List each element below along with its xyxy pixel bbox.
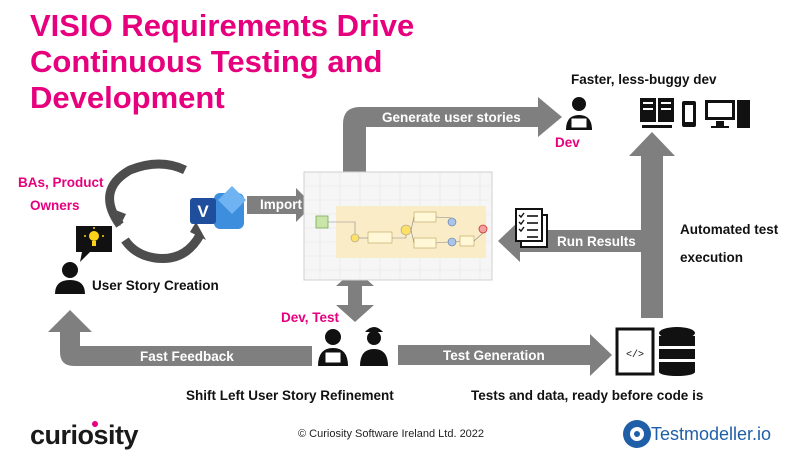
person-icon bbox=[55, 262, 85, 294]
generate-user-stories-arrow bbox=[343, 97, 562, 172]
test-generation-label: Test Generation bbox=[443, 348, 545, 363]
copyright-text: © Curiosity Software Ireland Ltd. 2022 bbox=[298, 428, 485, 440]
owners-label: Owners bbox=[30, 198, 80, 213]
faster-dev-label: Faster, less-buggy dev bbox=[571, 72, 717, 87]
generate-user-stories-label: Generate user stories bbox=[382, 110, 521, 125]
developer-icon bbox=[566, 97, 592, 130]
user-story-creation-label: User Story Creation bbox=[92, 278, 219, 293]
fast-feedback-label: Fast Feedback bbox=[140, 349, 234, 364]
developer-tester-icon bbox=[318, 327, 388, 366]
visio-logo-icon: V bbox=[190, 186, 246, 229]
fast-feedback-arrow bbox=[48, 310, 312, 366]
automated-test-label: Automated test bbox=[680, 222, 779, 237]
dev-label: Dev bbox=[555, 135, 580, 150]
servers-devices-icon bbox=[640, 98, 750, 128]
cycle-arrows bbox=[105, 159, 204, 264]
bpmn-diagram-thumbnail bbox=[303, 171, 493, 281]
lightbulb-speech-icon bbox=[76, 226, 112, 262]
page-title: VISIO Requirements Drive Continuous Test… bbox=[30, 8, 415, 115]
import-arrow bbox=[247, 188, 313, 222]
test-generation-arrow bbox=[398, 334, 612, 376]
refinement-double-arrow bbox=[336, 269, 374, 322]
tests-ready-label: Tests and data, ready before code is bbox=[471, 388, 704, 403]
database-icon bbox=[659, 327, 695, 376]
svg-text:V: V bbox=[197, 202, 209, 221]
import-label: Import bbox=[260, 197, 302, 212]
svg-text:</>: </> bbox=[626, 349, 644, 361]
bas-label: BAs, Product bbox=[18, 175, 104, 190]
testmodeller-logo-text: Testmodeller.io bbox=[651, 424, 772, 444]
run-results-label: Run Results bbox=[557, 234, 636, 249]
code-file-icon: </> bbox=[615, 327, 655, 376]
shift-left-label: Shift Left User Story Refinement bbox=[186, 388, 394, 403]
dev-test-label: Dev, Test bbox=[281, 310, 340, 325]
gear-logo-icon bbox=[623, 420, 651, 448]
curiosity-logo: curiosity bbox=[30, 420, 139, 450]
automated-execution-arrow bbox=[629, 132, 675, 318]
checklist-icon bbox=[515, 208, 548, 248]
execution-label: execution bbox=[680, 250, 744, 265]
curiosity-logo-dot bbox=[92, 421, 98, 427]
